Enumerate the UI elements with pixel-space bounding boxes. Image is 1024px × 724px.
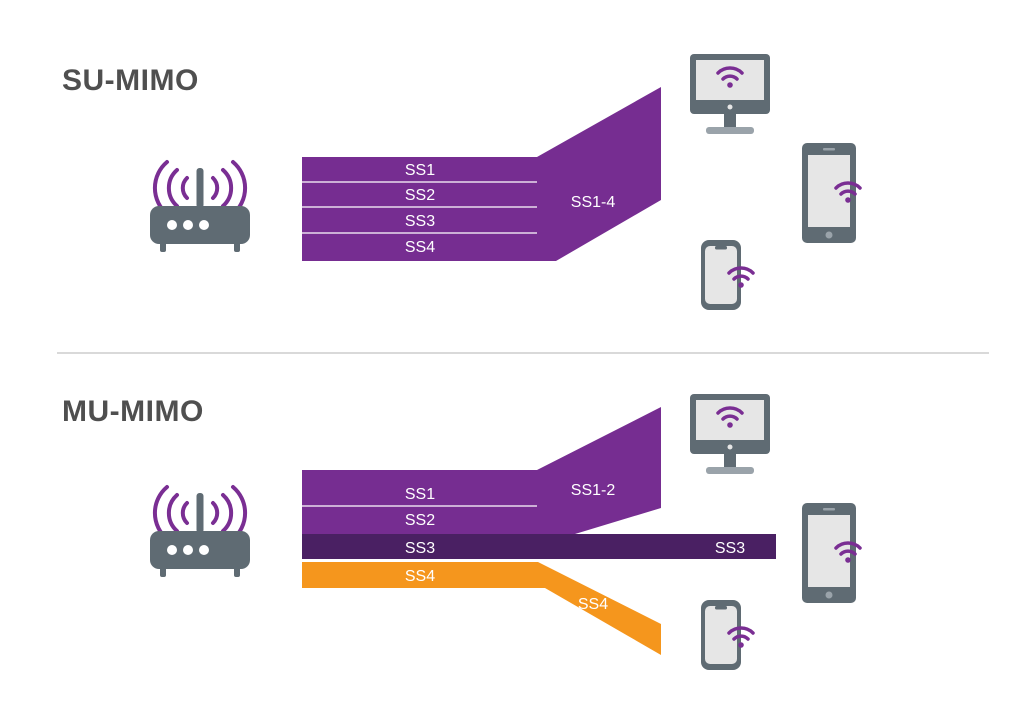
su-stream-label-4: SS4	[405, 239, 435, 256]
su-stream-label-2: SS2	[405, 187, 435, 204]
mu-beam-ss1-2	[302, 407, 661, 534]
section-divider	[57, 352, 989, 354]
su-combined-beam	[302, 87, 661, 261]
su-mimo-title: SU-MIMO	[62, 64, 199, 97]
tablet-icon	[802, 503, 860, 603]
su-stream-label-1: SS1	[405, 162, 435, 179]
router-icon	[148, 160, 252, 254]
mu-mimo-title: MU-MIMO	[62, 395, 204, 428]
mu-stream-label-3: SS3	[405, 540, 435, 557]
su-stream-label-3: SS3	[405, 213, 435, 230]
monitor-icon	[690, 394, 770, 474]
mu-stream-label-1: SS1	[405, 486, 435, 503]
mu-stream-label-4: SS4	[405, 568, 435, 585]
mu-group-label-ss1-2: SS1-2	[571, 482, 616, 499]
mu-group-label-ss3: SS3	[715, 540, 745, 557]
tablet-icon	[802, 143, 860, 243]
mu-beam-ss3	[302, 534, 776, 559]
mu-group-label-ss4: SS4	[578, 596, 608, 613]
mu-stream-label-2: SS2	[405, 512, 435, 529]
monitor-icon	[690, 54, 770, 134]
mu-beam-ss4	[302, 562, 661, 655]
router-icon	[148, 485, 252, 579]
phone-icon	[701, 240, 753, 310]
su-combined-label: SS1-4	[571, 194, 616, 211]
phone-icon	[701, 600, 753, 670]
